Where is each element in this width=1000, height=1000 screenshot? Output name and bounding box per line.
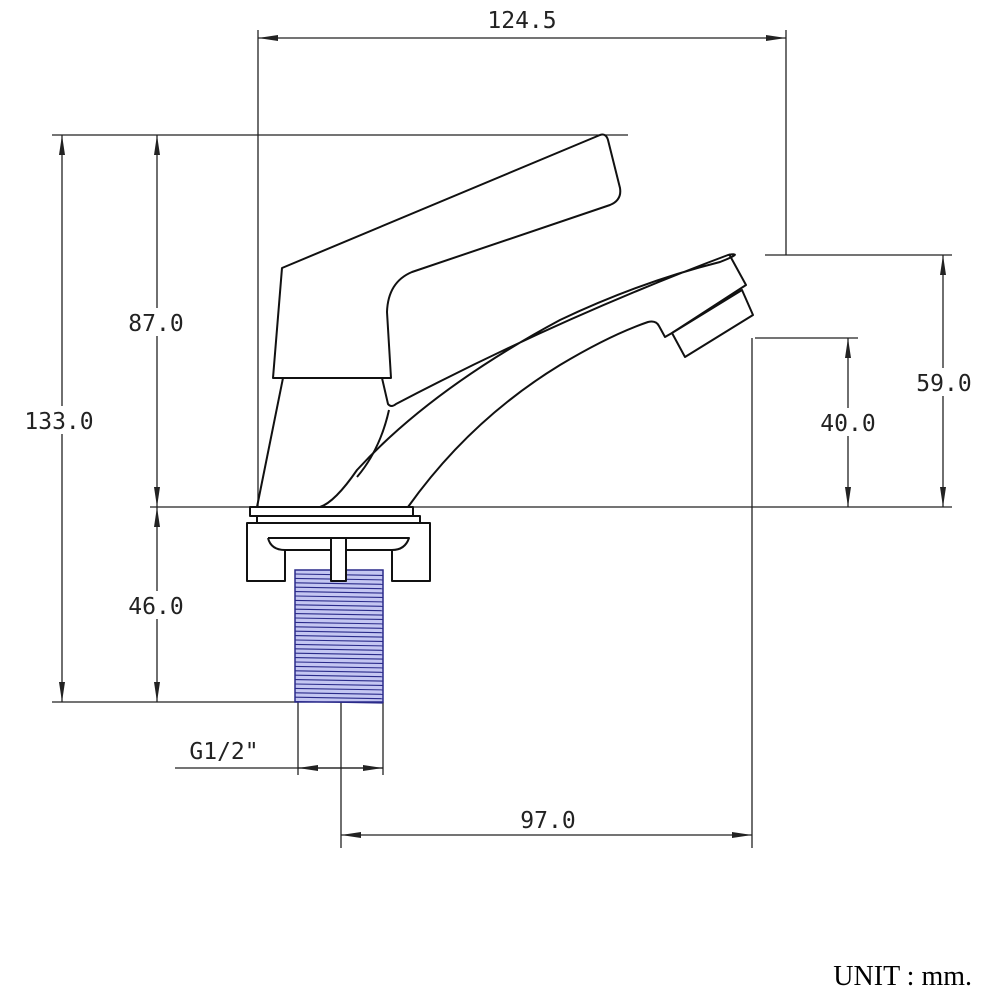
dim-reach: 97.0 <box>520 808 575 834</box>
thread-line <box>294 621 384 625</box>
thread-line <box>294 613 384 616</box>
thread-line <box>294 591 384 594</box>
thread-line <box>294 670 384 673</box>
thread-line <box>294 599 384 603</box>
dim-shank-length: 46.0 <box>128 594 183 620</box>
thread-line <box>294 626 384 629</box>
thread-line <box>294 617 384 621</box>
thread-line <box>294 586 384 590</box>
thread-line <box>294 665 384 669</box>
unit-label: UNIT : mm. <box>833 961 972 992</box>
dim-overall-length: 124.5 <box>487 8 556 34</box>
threaded-shank <box>294 569 384 704</box>
thread-line <box>294 683 384 687</box>
dim-height-above-deck: 87.0 <box>128 311 183 337</box>
aerator-nozzle <box>671 289 754 358</box>
thread-line <box>294 679 384 682</box>
faucet-body <box>246 133 754 704</box>
thread-line <box>294 648 384 651</box>
thread-line <box>294 687 384 691</box>
thread-line <box>294 696 384 700</box>
dim-thread-size: G1/2" <box>189 739 258 765</box>
dim-spout-outlet-height: 40.0 <box>820 411 875 437</box>
thread-line <box>294 639 384 643</box>
thread-line <box>294 608 384 612</box>
thread-line <box>294 674 384 678</box>
thread-line <box>294 652 384 656</box>
thread-line <box>294 604 384 607</box>
thread-line <box>294 635 384 638</box>
thread-line <box>294 582 384 585</box>
thread-line <box>294 630 384 634</box>
thread-line <box>294 692 384 695</box>
thread-line <box>294 701 384 704</box>
thread-line <box>294 595 384 599</box>
lever-handle <box>272 133 622 379</box>
dim-overall-height: 133.0 <box>24 409 93 435</box>
thread-line <box>294 643 384 647</box>
thread-line <box>294 661 384 665</box>
dim-spout-top-height: 59.0 <box>916 371 971 397</box>
thread-line <box>294 657 384 660</box>
base-flange <box>249 506 414 517</box>
extension-lines <box>52 30 952 848</box>
locating-pin <box>330 537 347 582</box>
